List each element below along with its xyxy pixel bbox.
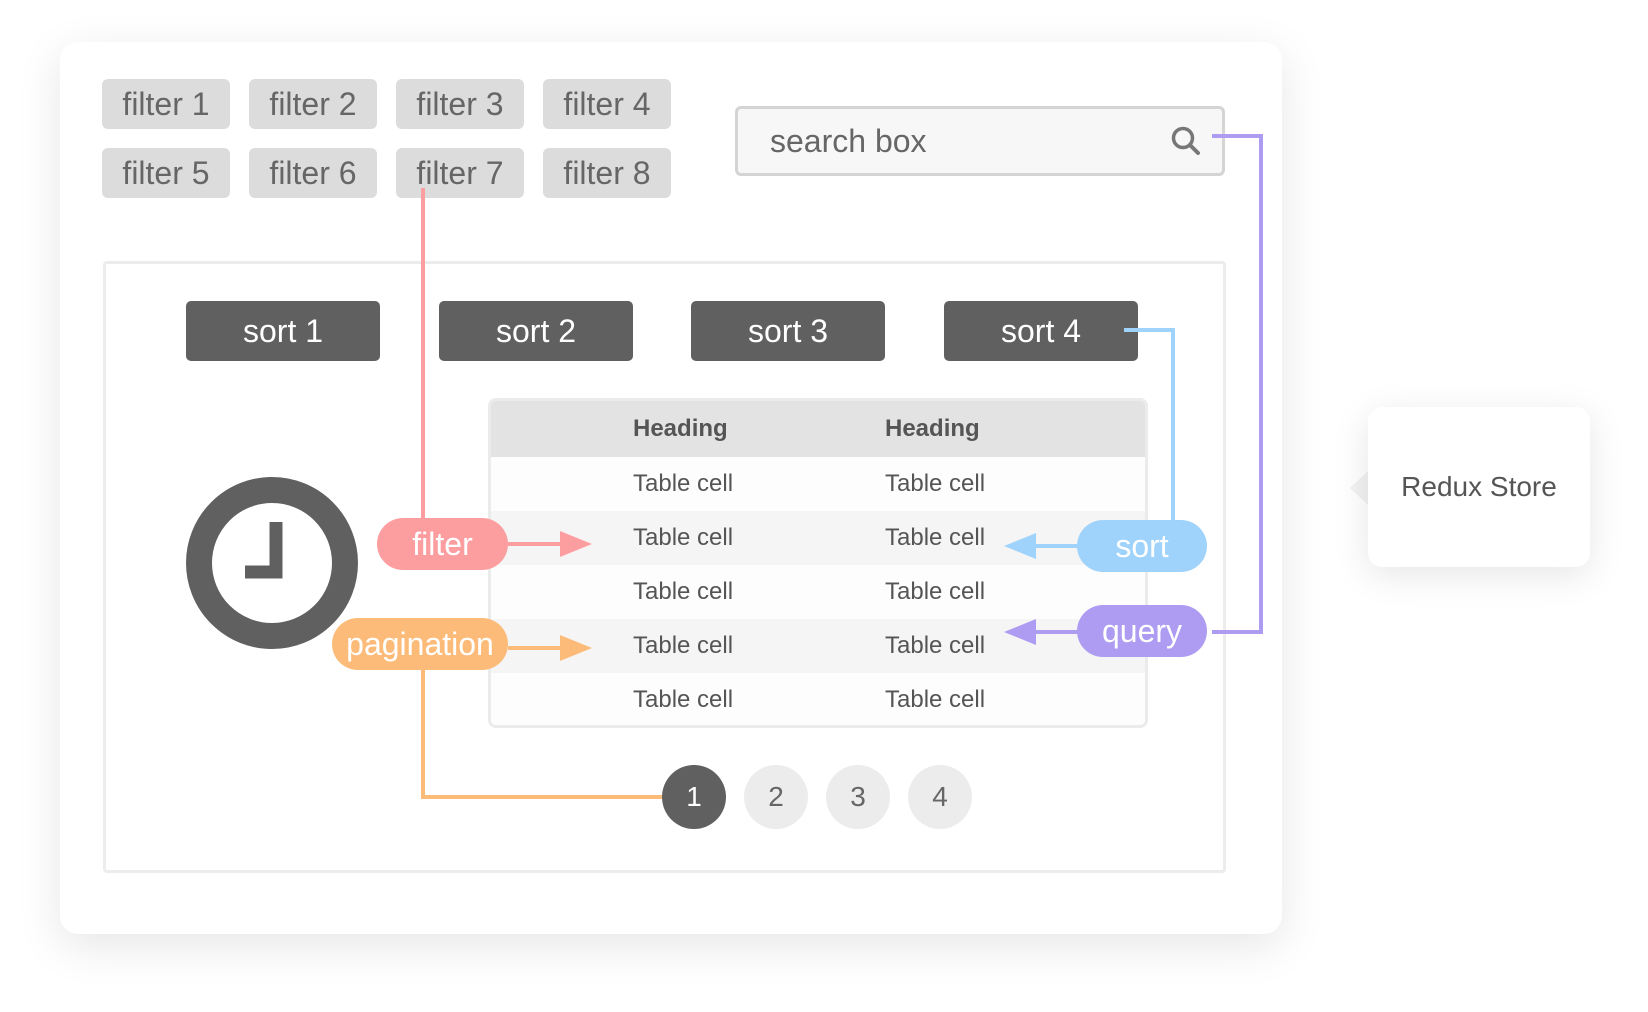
table-cell: Table cell (885, 470, 986, 497)
page-button-2[interactable]: 2 (744, 765, 808, 829)
table-row: Table cell Table cell (491, 565, 1145, 619)
filter-chip-2[interactable]: filter 2 (249, 79, 377, 129)
redux-store-label: Redux Store (1401, 471, 1557, 502)
table-cell: Table cell (633, 578, 734, 605)
query-connector (1212, 134, 1263, 634)
table-cell: Table cell (885, 524, 986, 551)
filter-chip-8[interactable]: filter 8 (543, 148, 671, 198)
query-arrow-icon (1004, 619, 1085, 645)
query-flow-label: query (1077, 605, 1207, 657)
pagination-arrow-icon (508, 635, 592, 661)
pagination-flow-label: pagination (332, 618, 508, 670)
search-icon[interactable] (1170, 125, 1202, 162)
clock-icon (186, 477, 358, 649)
table-cell: Table cell (633, 632, 734, 659)
search-input-text: search box (770, 123, 927, 159)
sort-arrow-icon (1004, 533, 1085, 559)
redux-store-callout: Redux Store (1368, 407, 1590, 567)
page-button-3[interactable]: 3 (826, 765, 890, 829)
table-cell: Table cell (885, 632, 986, 659)
data-table: Heading Heading Table cell Table cell Ta… (488, 398, 1148, 728)
sort-button-3[interactable]: sort 3 (691, 301, 885, 361)
table-cell: Table cell (633, 686, 734, 713)
sort-flow-label: sort (1077, 520, 1207, 572)
table-header-cell: Heading (633, 415, 728, 442)
table-cell: Table cell (885, 578, 986, 605)
table-row: Table cell Table cell (491, 457, 1145, 511)
store-callout-pointer (1350, 470, 1369, 506)
sort-connector (1124, 328, 1175, 523)
page-button-4[interactable]: 4 (908, 765, 972, 829)
sort-button-4[interactable]: sort 4 (944, 301, 1138, 361)
page-button-1[interactable]: 1 (662, 765, 726, 829)
pagination-connector (421, 668, 692, 799)
filter-chip-5[interactable]: filter 5 (102, 148, 230, 198)
table-header-row: Heading Heading (491, 401, 1145, 457)
table-cell: Table cell (885, 686, 986, 713)
table-row: Table cell Table cell (491, 673, 1145, 725)
filter-chip-4[interactable]: filter 4 (543, 79, 671, 129)
table-header-cell: Heading (885, 415, 980, 442)
filter-arrow-icon (508, 531, 592, 557)
filter-flow-label: filter (377, 518, 508, 570)
filter-chip-6[interactable]: filter 6 (249, 148, 377, 198)
table-cell: Table cell (633, 470, 734, 497)
sort-button-1[interactable]: sort 1 (186, 301, 380, 361)
table-cell: Table cell (633, 524, 734, 551)
filter-chip-7[interactable]: filter 7 (396, 148, 524, 198)
filter-chip-1[interactable]: filter 1 (102, 79, 230, 129)
results-panel (103, 261, 1226, 873)
search-input[interactable]: search box (735, 106, 1225, 176)
sort-button-2[interactable]: sort 2 (439, 301, 633, 361)
filter-chip-3[interactable]: filter 3 (396, 79, 524, 129)
